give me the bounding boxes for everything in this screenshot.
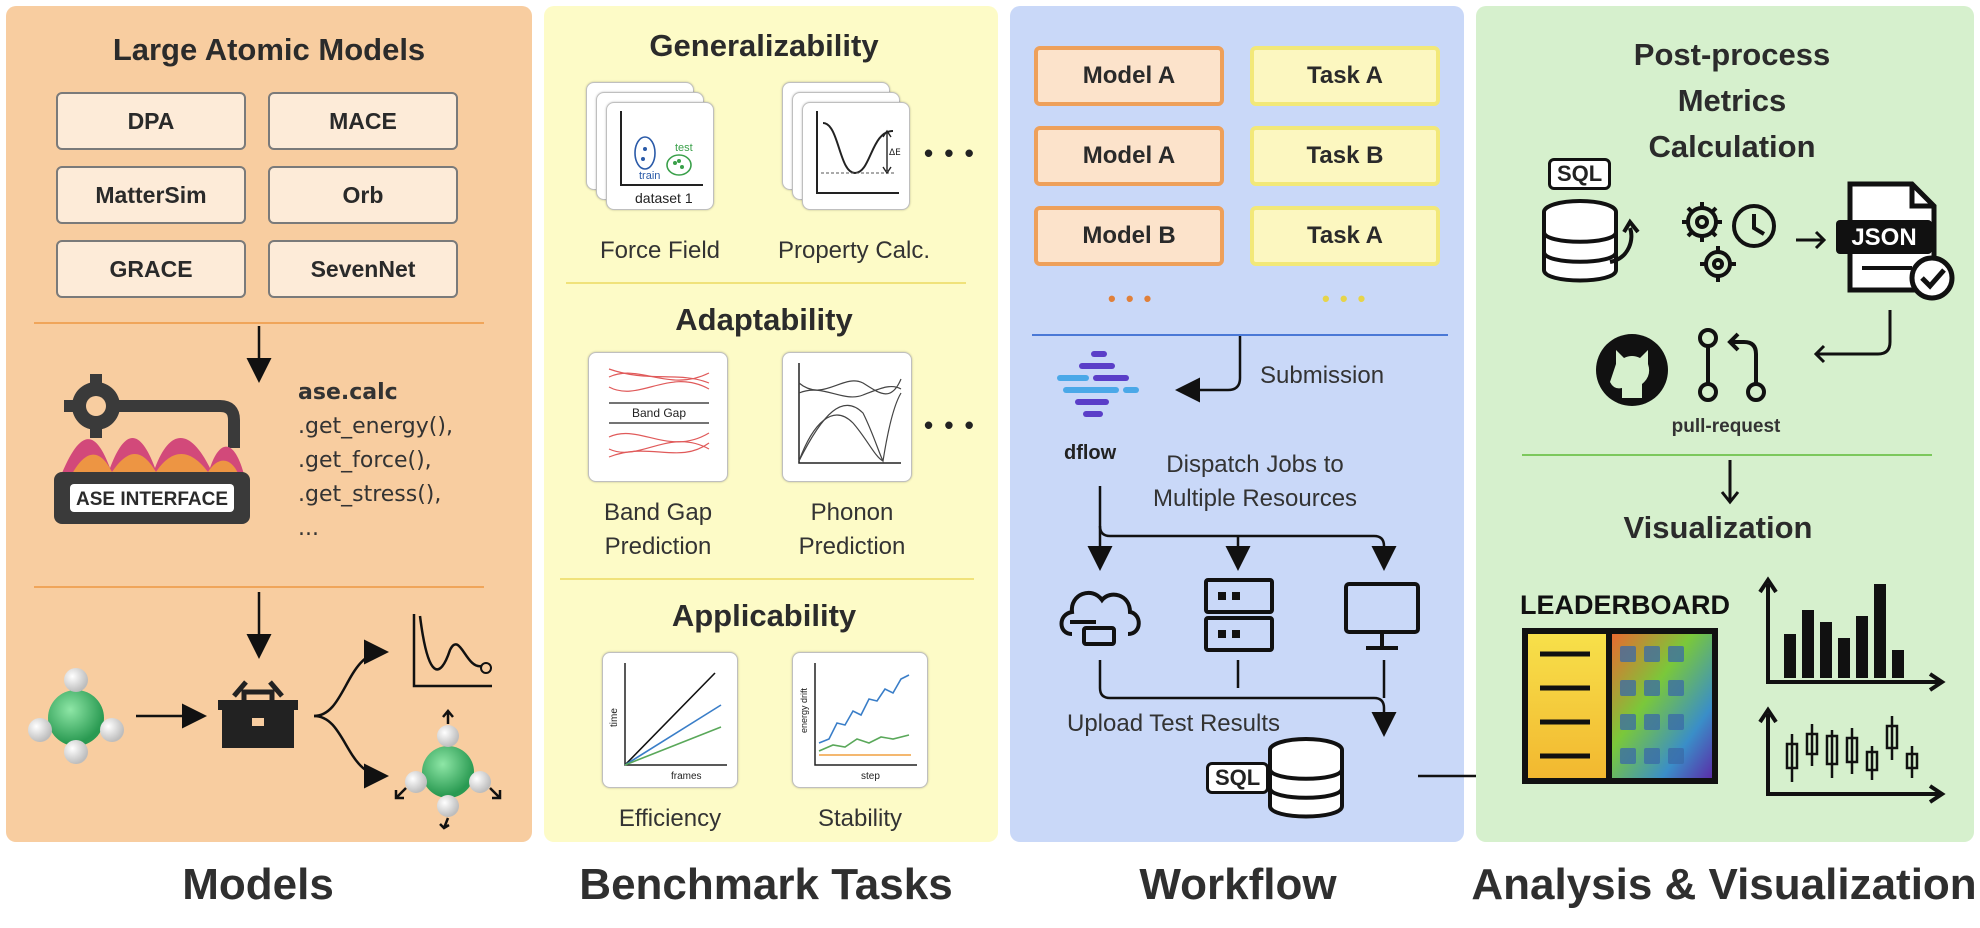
model-mace[interactable]: MACE [268,92,458,150]
task-box[interactable]: Task A [1250,206,1440,266]
footer-benchmark-tasks: Benchmark Tasks [579,860,953,909]
svg-text:step: step [861,771,880,782]
model-grace[interactable]: GRACE [56,240,246,298]
svg-text:ΔE: ΔE [889,148,901,158]
svg-text:dataset 1: dataset 1 [635,190,693,206]
model-box[interactable]: Model B [1034,206,1224,266]
section-title-generalizability: Generalizability [649,28,879,63]
code-line-force: .get_force(), [298,448,432,473]
code-line-calc: ase.calc [298,380,398,405]
task-box[interactable]: Task B [1250,126,1440,186]
model-orb[interactable]: Orb [268,166,458,224]
more-ellipsis: • • • [924,138,976,168]
divider [560,578,974,580]
model-mattersim[interactable]: MatterSim [56,166,246,224]
submission-label: Submission [1260,362,1385,389]
efficiency-thumb[interactable]: time frames [602,652,738,788]
section-title-adaptability: Adaptability [675,302,853,337]
cloud-icon[interactable] [1056,580,1144,652]
phonon-thumb[interactable] [782,352,912,482]
bar-chart-icon[interactable] [1754,576,1954,696]
tasks-panel: Generalizability train test dataset 1 ΔE… [544,6,998,842]
upload-label: Upload Test Results [1067,710,1280,737]
svg-text:train: train [639,170,660,182]
analysis-panel: Post-process Metrics Calculation SQL JSO… [1476,6,1974,842]
property-calc-thumb[interactable]: ΔE [802,102,910,210]
more-models-dots: • • • [1108,286,1154,311]
svg-text:Band Gap: Band Gap [632,406,686,420]
workflow-panel: Model A Task A Model A Task B Model B Ta… [1010,6,1464,842]
model-box[interactable]: Model A [1034,46,1224,106]
section-title-applicability: Applicability [671,598,857,633]
svg-text:JSON: JSON [1851,224,1916,251]
stability-thumb[interactable]: energy drift step [792,652,928,788]
caption-band-gap: Band Gap Prediction [603,499,713,560]
box-plot-icon[interactable] [1754,706,1954,806]
divider [34,586,484,588]
force-field-thumb[interactable]: train test dataset 1 [606,102,714,210]
github-icon[interactable] [1594,332,1672,410]
arrow-right-icon [1796,230,1827,250]
code-line-stress: .get_stress(), [298,482,442,507]
model-sevennet[interactable]: SevenNet [268,240,458,298]
server-icon[interactable] [1202,576,1276,654]
toolbox-icon [218,680,298,748]
more-ellipsis: • • • [924,410,976,440]
force-molecule-icon [394,709,502,830]
models-arrows [136,326,389,789]
models-title: Large Atomic Models [112,32,426,67]
energy-curve-icon [412,614,492,688]
arrow-down-icon [1720,460,1740,505]
footer-models: Models [182,860,334,909]
caption-efficiency: Efficiency [618,805,722,832]
more-tasks-dots: • • • [1322,286,1368,311]
ase-label: ASE INTERFACE [76,489,228,510]
leaderboard-grid[interactable] [1520,626,1720,786]
svg-text:frames: frames [671,771,702,782]
models-panel: Large Atomic Models DPA MACE MatterSim O… [6,6,532,842]
molecule-icon [28,668,124,764]
divider [1032,334,1448,336]
caption-stability: Stability [817,805,903,832]
json-file-icon[interactable]: JSON [1832,178,1960,308]
desktop-icon[interactable] [1342,580,1422,652]
workflow-arrows [1087,336,1397,737]
caption-force-field: Force Field [599,237,721,264]
svg-text:test: test [675,142,693,154]
gears-clock-icon [1682,202,1776,282]
dispatch-label: Dispatch Jobs to Multiple Resources [1152,451,1358,512]
visualization-title: Visualization [1623,510,1813,545]
footer-analysis: Analysis & Visualization [1471,860,1977,909]
analysis-title: Post-process Metrics Calculation [1633,37,1831,164]
model-dpa[interactable]: DPA [56,92,246,150]
dflow-label: dflow [1064,442,1117,464]
database-icon[interactable] [1264,736,1348,820]
pull-request-label: pull-request [1671,416,1781,437]
database-sync-icon[interactable] [1538,198,1648,298]
svg-text:time: time [609,708,620,727]
dflow-logo-icon [1057,351,1139,417]
divider [566,282,966,284]
pull-request-icon[interactable] [1694,326,1774,406]
caption-property-calc: Property Calc. [777,237,931,264]
divider [1522,454,1932,456]
model-box[interactable]: Model A [1034,126,1224,186]
ase-interface-icon: ASE INTERFACE [54,374,250,524]
code-line-ellipsis: ... [298,516,319,541]
task-box[interactable]: Task A [1250,46,1440,106]
svg-text:energy drift: energy drift [799,687,809,733]
footer-workflow: Workflow [1139,860,1337,909]
band-gap-thumb[interactable]: Band Gap [588,352,728,482]
divider [34,322,484,324]
sql-badge: SQL [1548,158,1612,190]
leaderboard-label: LEADERBOARD [1520,590,1731,620]
code-line-energy: .get_energy(), [298,414,453,439]
sql-badge: SQL [1206,762,1270,794]
return-arrow [1813,310,1892,364]
caption-phonon: Phonon Prediction [798,499,906,560]
